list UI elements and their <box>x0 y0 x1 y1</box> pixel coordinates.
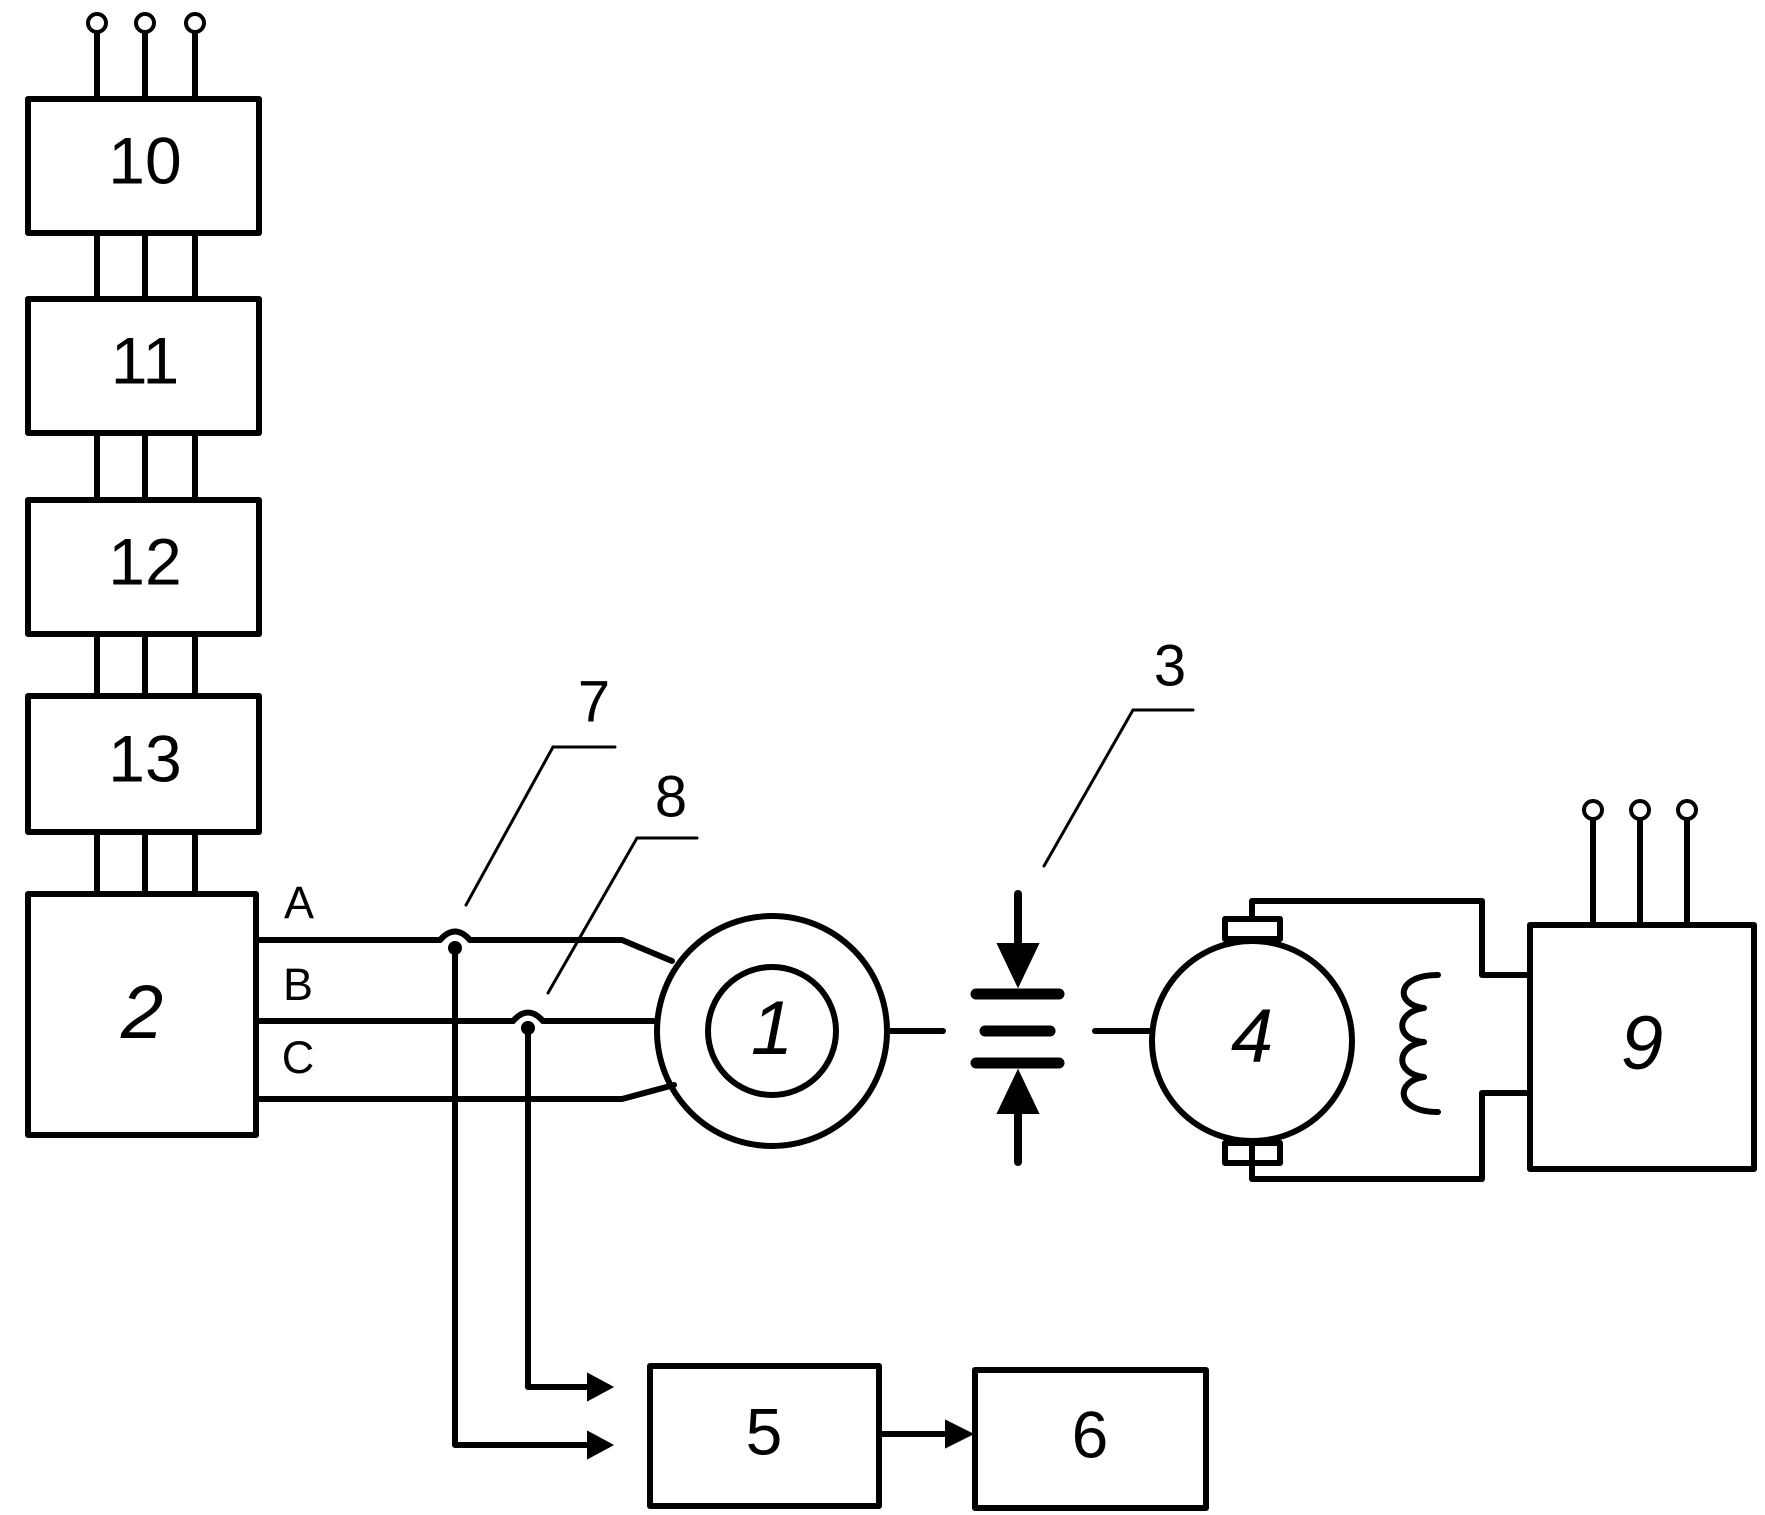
reference-labels: 7 8 3 <box>464 633 1195 995</box>
ref-label-3: 3 <box>1154 633 1186 698</box>
motor-1-label: 1 <box>751 986 793 1071</box>
sensor-7-signal <box>452 945 611 1448</box>
clutch-3 <box>884 890 1155 1166</box>
block-13: 13 <box>25 693 262 835</box>
motor-1-rotor <box>705 964 839 1098</box>
terminal-right-2 <box>1629 799 1651 821</box>
field-coil-icon <box>1399 972 1441 1115</box>
dc-machine-4-label: 4 <box>1231 994 1273 1079</box>
block-9-label: 9 <box>1621 1001 1663 1086</box>
block-11-frame <box>25 296 262 436</box>
block-11: 11 <box>25 296 262 436</box>
block-13-frame <box>25 693 262 835</box>
phase-a-label: A <box>284 877 314 928</box>
block-6-frame <box>972 1367 1209 1511</box>
phase-a-line-right <box>467 937 675 964</box>
sensor-8-signal <box>525 1025 611 1390</box>
leader-7 <box>464 745 555 907</box>
block-5-label: 5 <box>746 1394 783 1468</box>
block-5-to-6-arrow-icon <box>945 1419 975 1449</box>
block-5-frame <box>647 1363 882 1509</box>
brush-top <box>1222 916 1283 942</box>
input-terminals-left <box>86 12 206 102</box>
clutch-arrow-up-icon <box>996 1068 1040 1114</box>
terminal-right-1 <box>1582 799 1604 821</box>
phase-lines <box>253 928 677 1102</box>
leader-8 <box>546 836 639 995</box>
sensor-8-arrow-icon <box>587 1372 615 1402</box>
ref-label-7: 7 <box>578 669 610 734</box>
block-9: 9 <box>1527 799 1757 1172</box>
block-10-frame <box>25 96 262 236</box>
block-9-frame <box>1527 922 1757 1172</box>
terminal-left-3 <box>184 12 206 34</box>
block-10-label: 10 <box>108 123 181 197</box>
dc-machine-4: 4 <box>1149 898 1533 1182</box>
block-2-label: 2 <box>120 970 163 1055</box>
block-6: 6 <box>972 1367 1209 1511</box>
terminal-left-2 <box>134 12 156 34</box>
block-6-label: 6 <box>1072 1397 1109 1471</box>
armature-top-lead <box>1249 898 1533 978</box>
block-12-frame <box>25 497 262 637</box>
phase-b-label: B <box>283 959 313 1010</box>
terminal-right-3 <box>1676 799 1698 821</box>
block-5: 5 <box>647 1363 882 1509</box>
vertical-bus <box>94 230 198 897</box>
motor-1: 1 <box>654 913 890 1149</box>
phase-c-label: C <box>282 1032 315 1083</box>
dc-machine-armature <box>1149 938 1355 1144</box>
leader-3 <box>1042 708 1135 868</box>
phase-b-crossover <box>510 1009 546 1024</box>
sensor-taps <box>448 941 615 1460</box>
clutch-arrow-down-icon <box>996 943 1040 989</box>
phase-a-crossover <box>437 928 473 943</box>
terminal-left-1 <box>86 12 108 34</box>
sensor-7-arrow-icon <box>587 1430 615 1460</box>
armature-bottom-lead <box>1249 1090 1533 1182</box>
block-11-label: 11 <box>111 323 180 397</box>
block-10: 10 <box>25 96 262 236</box>
block-2: 2 <box>25 891 259 1138</box>
phase-c-line <box>253 1082 677 1102</box>
block-2-frame <box>25 891 259 1138</box>
block-12: 12 <box>25 497 262 637</box>
ref-label-8: 8 <box>655 764 687 829</box>
block-13-label: 13 <box>108 721 181 795</box>
block-12-label: 12 <box>108 524 181 598</box>
